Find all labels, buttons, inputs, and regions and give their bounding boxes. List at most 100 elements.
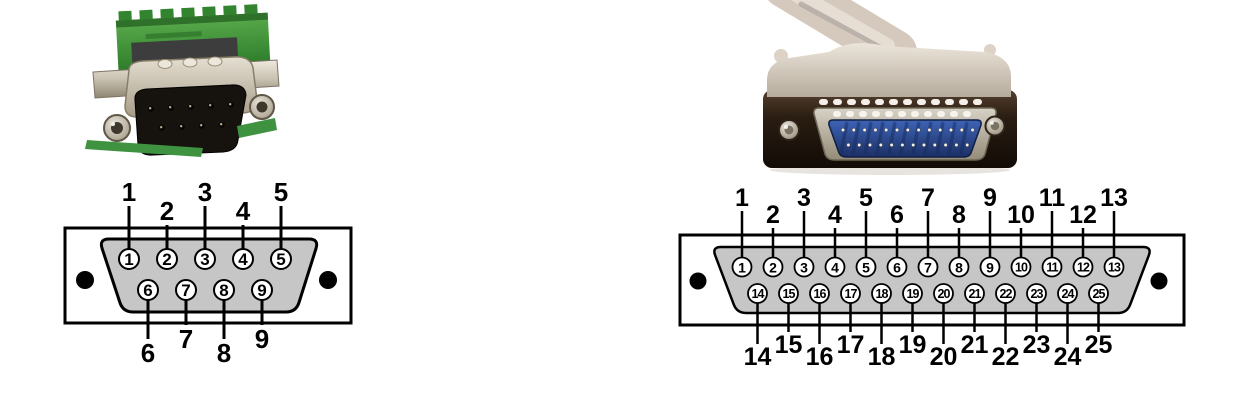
db25-pin-24	[1057, 283, 1078, 304]
db9-pin-6	[137, 279, 159, 301]
db25-pin-10-label: 10	[1007, 201, 1035, 229]
db25-pin-1-number: 1	[738, 260, 746, 276]
db25-pin-25	[1088, 283, 1109, 304]
db25-pins	[841, 128, 975, 147]
db25-pin-15-number: 15	[783, 287, 796, 301]
db25-pin-14-number: 14	[752, 287, 765, 301]
db9-pin-3-label: 3	[198, 177, 212, 207]
db9-pin-2-label: 2	[160, 196, 174, 226]
db9-pin-1-label: 1	[122, 177, 136, 207]
db9-pin-9-number: 9	[257, 281, 266, 300]
hood	[767, 43, 1011, 97]
db25-pin-5-number: 5	[862, 260, 870, 276]
db25-pin-22-label: 22	[992, 343, 1020, 371]
db9-pin-6-label: 6	[141, 338, 155, 368]
db25-pin-15-label: 15	[775, 331, 803, 359]
db25-connector-photo	[763, 0, 1017, 175]
db9-pin-6-number: 6	[143, 281, 152, 300]
db25-pin-18-label: 18	[868, 343, 896, 371]
db25-pin-16-number: 16	[814, 287, 827, 301]
vent-slots-ring	[833, 111, 971, 117]
db25-pin-11-number: 11	[1046, 261, 1058, 275]
db25-pin-13-number: 13	[1108, 261, 1121, 275]
db25-pin-7	[917, 256, 939, 278]
blue-insert	[828, 119, 982, 158]
db25-mount-hole-right	[1150, 272, 1168, 290]
db25-pin-6	[886, 256, 908, 278]
db25-pin-3-number: 3	[800, 260, 808, 276]
db25-pin-22	[995, 283, 1016, 304]
db25-pin-1	[731, 256, 753, 278]
db25-pin-4	[824, 256, 846, 278]
db25-pin-19-number: 19	[907, 287, 920, 301]
db9-pin-1	[118, 248, 140, 270]
db25-pin-24-label: 24	[1054, 343, 1082, 371]
db25-pin-21-label: 21	[961, 331, 989, 359]
db25-pin-21	[964, 283, 985, 304]
db25-pin-14-label: 14	[744, 343, 772, 371]
db9-connector-photo	[85, 4, 280, 157]
db9-pin-7	[175, 279, 197, 301]
db9-pin-1-number: 1	[124, 250, 133, 269]
db25-pin-9-label: 9	[983, 184, 997, 212]
db25-pin-10	[1010, 256, 1032, 278]
screw-nut-left	[103, 114, 131, 142]
db25-pin-13	[1103, 256, 1125, 278]
db9-pin-9	[251, 279, 273, 301]
db25-pin-11-label: 11	[1039, 184, 1066, 212]
db25-pin-13-label: 13	[1100, 184, 1128, 212]
db25-pin-15	[778, 283, 799, 304]
db25-pin-18	[871, 283, 892, 304]
db9-pin-4	[232, 248, 254, 270]
db25-pin-11	[1041, 256, 1063, 278]
db25-pin-8-label: 8	[952, 201, 966, 229]
db9-mount-hole-right	[319, 271, 337, 289]
db25-pin-21-number: 21	[969, 287, 982, 301]
db9-pin-7-label: 7	[179, 324, 193, 354]
db25-pin-3-label: 3	[797, 184, 811, 212]
db9-pin-3-number: 3	[200, 250, 209, 269]
db25-pin-9	[979, 256, 1001, 278]
vent-slots-upper	[819, 99, 982, 105]
db25-pin-22-number: 22	[1000, 287, 1013, 301]
db25-pin-2-number: 2	[769, 260, 777, 276]
db25-pin-17-number: 17	[845, 287, 858, 301]
db9-pin-8	[213, 279, 235, 301]
db25-pin-12-label: 12	[1069, 201, 1097, 229]
db25-pin-8	[948, 256, 970, 278]
db9-pin-3	[194, 248, 216, 270]
db25-pin-20-number: 20	[938, 287, 951, 301]
db25-pin-24-number: 24	[1062, 287, 1075, 301]
db25-pin-20-label: 20	[930, 343, 958, 371]
db25-pin-16-label: 16	[806, 343, 834, 371]
db9-pin-5	[270, 248, 292, 270]
db25-pin-23-label: 23	[1023, 331, 1051, 359]
db25-pin-2	[762, 256, 784, 278]
pcb-edge-right	[237, 118, 277, 138]
db25-pin-4-number: 4	[831, 260, 839, 276]
db25-pin-20	[933, 283, 954, 304]
db25-pin-5	[855, 256, 877, 278]
screw-hole-right	[984, 115, 1006, 137]
db25-pin-12-number: 12	[1077, 261, 1090, 275]
db9-mount-hole-left	[76, 271, 94, 289]
db25-pin-16	[809, 283, 830, 304]
db25-pin-19-label: 19	[899, 331, 927, 359]
db25-mount-hole-left	[689, 272, 707, 290]
db25-pin-6-label: 6	[890, 201, 904, 229]
db9-pin-2-number: 2	[162, 250, 171, 269]
db25-pin-17	[840, 283, 861, 304]
db25-pin-1-label: 1	[735, 184, 749, 212]
db25-pin-6-number: 6	[893, 260, 901, 276]
db25-pin-17-label: 17	[837, 331, 865, 359]
db25-pin-4-label: 4	[828, 201, 842, 229]
d-sub-face	[134, 84, 247, 156]
db9-pin-8-label: 8	[217, 338, 231, 368]
db25-pin-12	[1072, 256, 1094, 278]
db9-pin-4-label: 4	[236, 196, 251, 226]
db9-pin-9-label: 9	[255, 324, 269, 354]
db25-pin-14	[747, 283, 768, 304]
db9-pin-4-number: 4	[238, 250, 248, 269]
